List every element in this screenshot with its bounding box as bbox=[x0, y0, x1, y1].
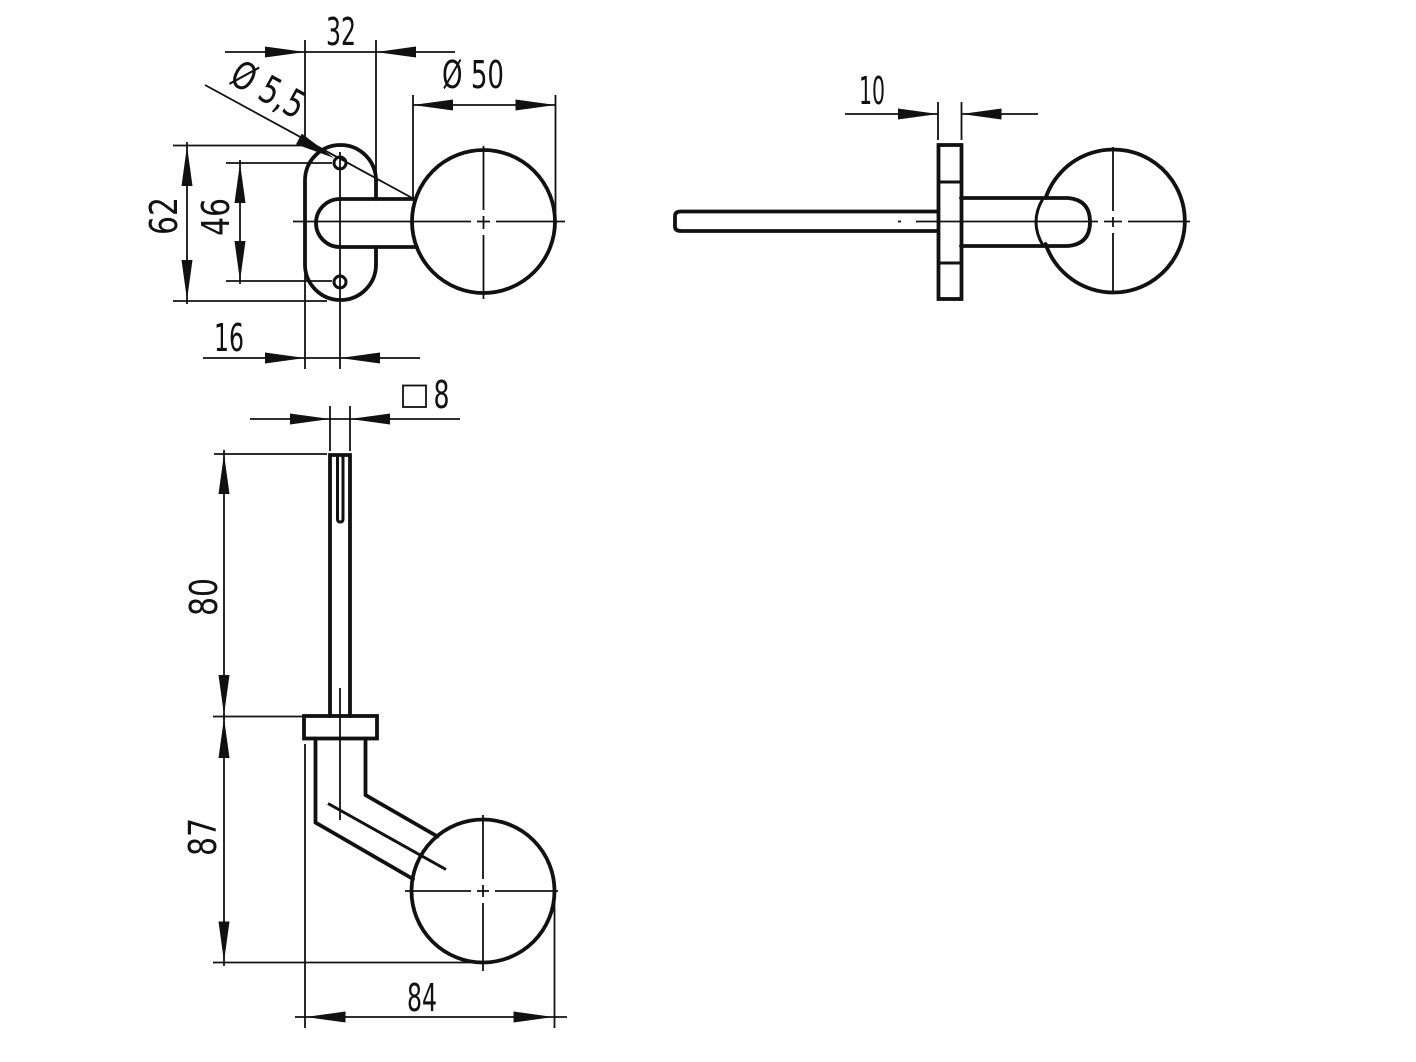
front-view: 32 Ø 5,5 Ø 50 62 bbox=[142, 10, 565, 369]
dim-rosette-thickness-label: 10 bbox=[859, 69, 885, 113]
dim-hole-spacing-label: 46 bbox=[194, 198, 238, 236]
spindle-slot bbox=[336, 455, 345, 524]
dim-knob-dia-label: Ø 50 bbox=[442, 53, 504, 97]
rosette-oval bbox=[303, 143, 378, 302]
dim-overall-height-label: 87 bbox=[181, 818, 225, 856]
neck-silhouette-line bbox=[327, 802, 447, 871]
dim-spindle-square-label: 8 bbox=[434, 373, 450, 417]
dim-screw-hole-dia: Ø 5,5 bbox=[204, 52, 415, 200]
spindle-bottom bbox=[328, 453, 352, 718]
dim-hole-spacing: 46 bbox=[194, 160, 332, 284]
bottom-view: 8 80 87 84 bbox=[181, 373, 567, 1028]
dim-rosette-height: 62 bbox=[142, 142, 327, 304]
dim-knob-dia: Ø 50 bbox=[412, 53, 557, 220]
dim-spindle-length-label: 80 bbox=[182, 578, 226, 616]
neck-bent-left bbox=[313, 736, 415, 881]
bottom-centerlines bbox=[339, 688, 558, 971]
neck-bent-right bbox=[363, 736, 440, 839]
dim-overall-reach: 84 bbox=[295, 744, 567, 1028]
dim-edge-to-hole-label: 16 bbox=[214, 316, 244, 360]
neck-outline-front bbox=[314, 197, 419, 249]
side-centerlines bbox=[898, 147, 1190, 293]
dim-spindle-length: 80 bbox=[182, 450, 327, 719]
dim-overall-reach-label: 84 bbox=[407, 976, 437, 1020]
spindle-side bbox=[673, 209, 940, 233]
front-centerlines bbox=[293, 146, 565, 369]
dim-rosette-width: 32 bbox=[225, 10, 455, 181]
dim-edge-to-hole: 16 bbox=[203, 268, 420, 369]
dim-rosette-height-label: 62 bbox=[142, 197, 186, 235]
side-view: 10 bbox=[673, 69, 1190, 301]
dim-rosette-thickness: 10 bbox=[845, 69, 1038, 140]
square-section-symbol bbox=[402, 384, 427, 408]
dim-spindle-square: 8 bbox=[250, 373, 460, 451]
dim-overall-height: 87 bbox=[181, 714, 477, 966]
dim-rosette-width-label: 32 bbox=[326, 10, 356, 54]
dim-screw-hole-dia-label: Ø 5,5 bbox=[223, 52, 313, 128]
